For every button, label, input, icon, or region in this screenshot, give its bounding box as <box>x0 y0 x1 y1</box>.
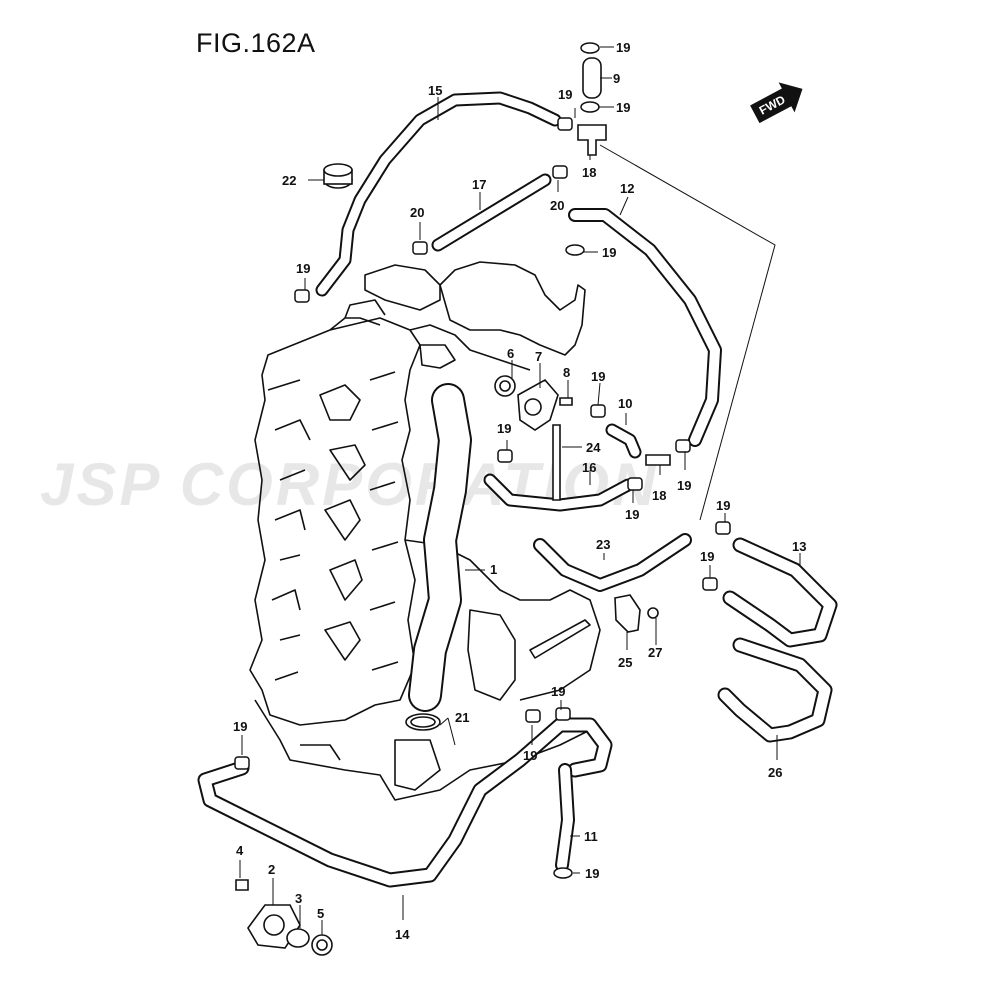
callout-19-d: 19 <box>602 245 616 260</box>
callout-19-j: 19 <box>716 498 730 513</box>
callout-17: 17 <box>472 177 486 192</box>
callout-16: 16 <box>582 460 596 475</box>
callout-4: 4 <box>236 843 244 858</box>
arrow-forward-icon <box>750 82 803 124</box>
callout-15: 15 <box>428 83 442 98</box>
callout-24: 24 <box>586 440 601 455</box>
fwd-direction-badge: FWD <box>750 82 803 124</box>
callout-9: 9 <box>613 71 620 86</box>
callout-19-f: 19 <box>591 369 605 384</box>
callout-19-b: 19 <box>558 87 572 102</box>
callout-19-m: 19 <box>523 748 537 763</box>
callout-19-g: 19 <box>497 421 511 436</box>
callout-19-i: 19 <box>625 507 639 522</box>
callout-25: 25 <box>618 655 632 670</box>
callout-6: 6 <box>507 346 514 361</box>
hoses <box>197 57 838 888</box>
callout-19-k: 19 <box>700 549 714 564</box>
callout-8: 8 <box>563 365 570 380</box>
callout-21: 21 <box>455 710 469 725</box>
callout-20-b: 20 <box>550 198 564 213</box>
callout-27: 27 <box>648 645 662 660</box>
callout-19-e: 19 <box>296 261 310 276</box>
callout-3: 3 <box>295 891 302 906</box>
callout-23: 23 <box>596 537 610 552</box>
callout-11: 11 <box>584 829 598 844</box>
callout-13: 13 <box>792 539 806 554</box>
callout-14: 14 <box>395 927 410 942</box>
callout-1: 1 <box>490 562 497 577</box>
callout-26: 26 <box>768 765 782 780</box>
figure-title: FIG.162A <box>196 28 316 58</box>
callout-5: 5 <box>317 906 324 921</box>
callout-19-n: 19 <box>233 719 247 734</box>
callout-19-h: 19 <box>677 478 691 493</box>
callout-labels: 1 2 3 4 5 6 7 8 9 10 11 12 13 14 15 16 1… <box>233 40 806 942</box>
callout-19-c: 19 <box>616 100 630 115</box>
callout-18-top: 18 <box>582 165 596 180</box>
callout-19-o: 19 <box>585 866 599 881</box>
callout-20-a: 20 <box>410 205 424 220</box>
callout-18-mid: 18 <box>652 488 666 503</box>
callout-22: 22 <box>282 173 296 188</box>
callout-2: 2 <box>268 862 275 877</box>
callout-19-a: 19 <box>616 40 630 55</box>
callout-7: 7 <box>535 349 542 364</box>
leader-lines <box>239 46 801 935</box>
callout-19-l: 19 <box>551 684 565 699</box>
callout-10: 10 <box>618 396 632 411</box>
small-parts <box>235 124 671 956</box>
callout-12: 12 <box>620 181 634 196</box>
